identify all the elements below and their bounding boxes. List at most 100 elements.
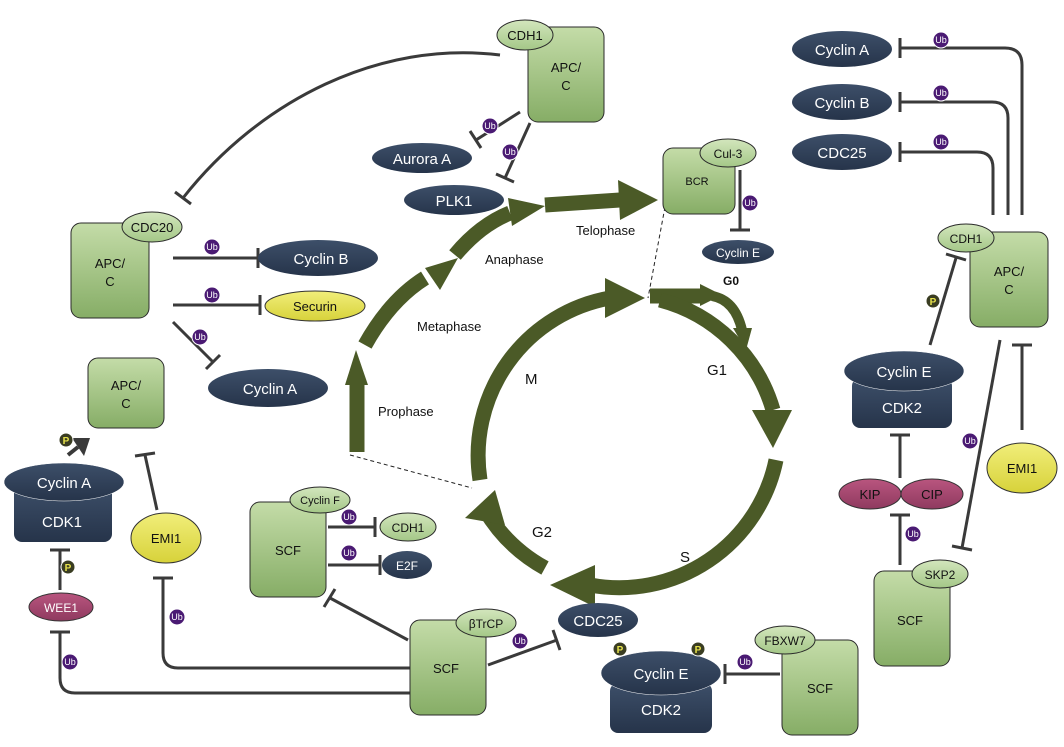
cyclin-a-left-node: Cyclin A <box>208 369 328 407</box>
ub-badge-aurora: Ub <box>481 117 499 135</box>
svg-text:Ub: Ub <box>484 121 496 131</box>
line-apc-right-cyclinb <box>900 100 1010 215</box>
svg-text:P: P <box>930 297 937 308</box>
label-m: M <box>525 371 538 388</box>
p-badges: P P P P P <box>58 293 941 657</box>
cyclin-a-cdk1-complex: CDK1 Cyclin A <box>3 462 125 542</box>
ub-badge-right-cyclina: Ub <box>932 31 950 49</box>
cdh1-right-badge <box>937 223 995 253</box>
svg-text:P: P <box>695 645 702 656</box>
scf-skp2-box <box>873 570 951 667</box>
label-g0: G0 <box>723 274 739 288</box>
g0-curl-arrowhead <box>733 328 752 350</box>
kip-node: KIP <box>838 478 902 510</box>
emi1-right-node: EMI1 <box>986 442 1058 494</box>
cdh1-right-label: CDH1 <box>950 232 983 246</box>
cdc20-badge <box>121 211 183 243</box>
cdc25-bottom-shape <box>558 603 638 637</box>
kip-label: KIP <box>860 487 881 502</box>
cyclin-a-left-shape <box>208 369 328 407</box>
ub-badge-cdh1-cf: Ub <box>340 508 358 526</box>
scf-cyclin-f-label: SCF <box>275 543 301 558</box>
s-arrowhead <box>550 565 595 607</box>
plk1-shape <box>404 185 504 215</box>
dashed-connectors <box>349 206 666 489</box>
scf-fbxw7-complex: SCF FBXW7 <box>754 625 859 736</box>
cyclin-b-left-label: Cyclin B <box>293 251 348 268</box>
svg-text:P: P <box>63 436 70 447</box>
cdk2-right-label: CDK2 <box>882 400 922 417</box>
line-apc-right-cyclina <box>900 46 1024 215</box>
metaphase-arrowhead <box>425 258 458 290</box>
tbar-cdh1-apc-left <box>174 190 192 206</box>
svg-text:P: P <box>65 563 72 574</box>
emi1-left-label: EMI1 <box>151 531 181 546</box>
aurora-a-label: Aurora A <box>393 151 451 168</box>
tbar-plk1 <box>495 172 515 184</box>
p-badge-cycline-right: P <box>925 293 941 309</box>
cdc20-label: CDC20 <box>131 220 174 235</box>
tbar-apc-small <box>134 451 156 458</box>
cyclin-f-label: Cyclin F <box>300 495 340 507</box>
cip-label: CIP <box>921 487 943 502</box>
cyclin-a-right-node: Cyclin A <box>792 31 892 67</box>
cell-cycle-ring <box>349 192 784 596</box>
scf-cyclin-f-complex: SCF Cyclin F <box>249 486 351 598</box>
label-metaphase: Metaphase <box>417 319 481 334</box>
apc-c-right-complex: APC/C CDH1 <box>937 223 1049 328</box>
prophase-arrowhead <box>345 350 368 385</box>
cyclin-e-bottom-label: Cyclin E <box>633 666 688 683</box>
g2-arrowhead <box>465 490 505 525</box>
label-prophase: Prophase <box>378 404 434 419</box>
skp2-badge <box>911 559 969 589</box>
line-cdh1-to-apc-left <box>181 51 501 199</box>
svg-text:Ub: Ub <box>343 548 355 558</box>
ub-badge-securin: Ub <box>203 286 221 304</box>
dashed-line-prophase <box>349 454 473 489</box>
svg-text:Ub: Ub <box>206 290 218 300</box>
cyclin-e-cdk2-bottom-complex: CDK2 Cyclin E <box>600 650 722 733</box>
ub-badge-skp2: Ub <box>961 432 979 450</box>
cyclin-b-right-label: Cyclin B <box>814 95 869 112</box>
scf-btrcp-complex: SCF βTrCP <box>409 608 517 716</box>
dashed-line-telophase <box>647 206 666 299</box>
telophase-arrowhead <box>618 180 658 220</box>
cdh1-top-badge <box>496 19 554 51</box>
svg-text:Ub: Ub <box>935 35 947 45</box>
cell-cycle-arrowheads <box>345 180 792 607</box>
wee1-shape <box>28 592 94 622</box>
cyclin-e-right-shape <box>843 350 965 392</box>
metaphase-arc <box>358 271 430 349</box>
plk1-node: PLK1 <box>404 185 504 215</box>
cyclin-a-left-label: Cyclin A <box>243 381 297 398</box>
cyclin-e-right-label: Cyclin E <box>876 364 931 381</box>
ub-badge-e2f: Ub <box>340 544 358 562</box>
apc-c-left-label: APC/C <box>95 256 126 289</box>
e2f-label: E2F <box>396 559 418 573</box>
cyclin-b-left-shape <box>258 240 378 276</box>
fbxw7-label: FBXW7 <box>764 634 806 648</box>
activation-arrow <box>66 438 90 457</box>
telophase-arc <box>544 192 621 213</box>
wee1-node: WEE1 <box>28 592 94 622</box>
tbar-cdc25-bottom <box>551 629 562 651</box>
cul3-badge <box>699 138 757 168</box>
emi1-right-label: EMI1 <box>1007 461 1037 476</box>
btrcp-label: βTrCP <box>469 617 503 631</box>
cdh1-cf-label: CDH1 <box>392 521 425 535</box>
scf-btrcp-box <box>409 619 487 716</box>
svg-text:P: P <box>617 645 624 656</box>
line-apc-right-cdc25 <box>900 150 995 215</box>
ub-badge-kip: Ub <box>904 525 922 543</box>
securin-shape <box>264 290 366 322</box>
cyclin-e-cdk2-right-complex: CDK2 Cyclin E <box>843 350 965 428</box>
p-badge-cycline-bottom-1: P <box>612 641 628 657</box>
svg-text:Ub: Ub <box>935 88 947 98</box>
cdc25-bottom-node: CDC25 <box>558 603 638 637</box>
anaphase-arrowhead <box>508 198 545 226</box>
cdk2-bottom-label: CDK2 <box>641 702 681 719</box>
tbar-aurora <box>468 130 483 149</box>
ub-badge-fbxw7: Ub <box>736 653 754 671</box>
ub-badge-cyclina-left: Ub <box>191 328 209 346</box>
cdk2-bottom-box <box>610 683 712 733</box>
